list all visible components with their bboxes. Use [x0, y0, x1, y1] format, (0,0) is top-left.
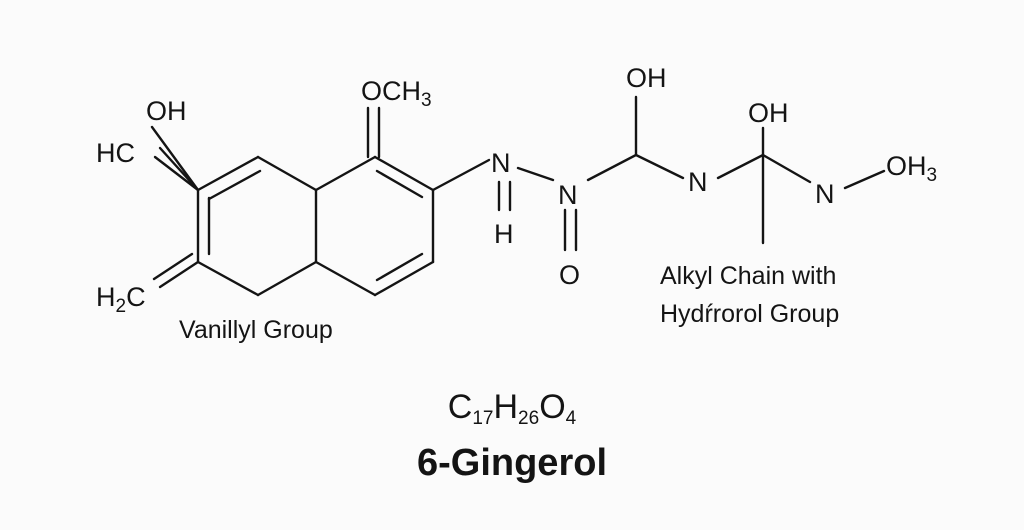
bond-h2c-double	[152, 252, 194, 281]
bond-ring	[314, 260, 377, 297]
bond-ring	[373, 155, 435, 192]
atom-oh3: OH3	[886, 151, 937, 186]
bonds-chain	[431, 95, 886, 252]
molecular-formula: C17H26O4	[448, 388, 577, 429]
bond-ring-double	[375, 169, 424, 199]
bond-c-n4	[761, 153, 812, 184]
bond-ring	[196, 260, 260, 297]
atom-n3: N	[688, 167, 708, 197]
bond-c-n3	[634, 153, 685, 180]
atom-hc-left: HC	[96, 138, 135, 168]
vanillyl-group-label: Vanillyl Group	[179, 316, 333, 344]
atom-och3: OCH3	[361, 76, 432, 111]
alkyl-chain-label-line1: Alkyl Chain with	[660, 262, 836, 290]
group-labels: Vanillyl Group Alkyl Chain with Hydŕroro…	[179, 262, 839, 344]
bond-h2c-double	[158, 260, 200, 289]
atom-n2-o: O	[559, 260, 580, 290]
bond-ring	[196, 155, 260, 192]
bond-ring	[256, 260, 318, 297]
bond-oh-left	[150, 125, 200, 192]
atom-h2c: H2C	[96, 282, 146, 317]
bond-ring	[373, 260, 435, 297]
bond-ring-double	[375, 252, 424, 282]
bond-n4-oh3	[843, 169, 886, 190]
compound-name: 6-Gingerol	[417, 442, 607, 484]
bonds-vanillyl-rings	[150, 106, 435, 297]
atom-oh-right: OH	[748, 98, 789, 128]
bond-ring-double	[207, 169, 262, 201]
atom-n4: N	[815, 179, 835, 209]
bond-ring	[314, 155, 377, 192]
bond-n2-c	[586, 153, 638, 182]
bond-ring-n1	[431, 158, 491, 192]
alkyl-chain-label-line2: Hydŕrorol Group	[660, 300, 839, 328]
bond-n1-n2	[516, 166, 555, 182]
atom-n2: N	[558, 180, 578, 210]
bond-hc-wedge	[158, 146, 200, 192]
atom-oh-mid: OH	[626, 63, 667, 93]
atom-n1-h: H	[494, 219, 514, 249]
bond-n3-c	[716, 153, 765, 180]
atom-labels: OH HC OCH3 H2C N H N O OH N OH N OH3	[96, 63, 937, 317]
bond-hc-left	[153, 155, 200, 192]
atom-n1: N	[491, 148, 511, 178]
bond-ring	[256, 155, 318, 192]
atom-oh-left: OH	[146, 96, 187, 126]
